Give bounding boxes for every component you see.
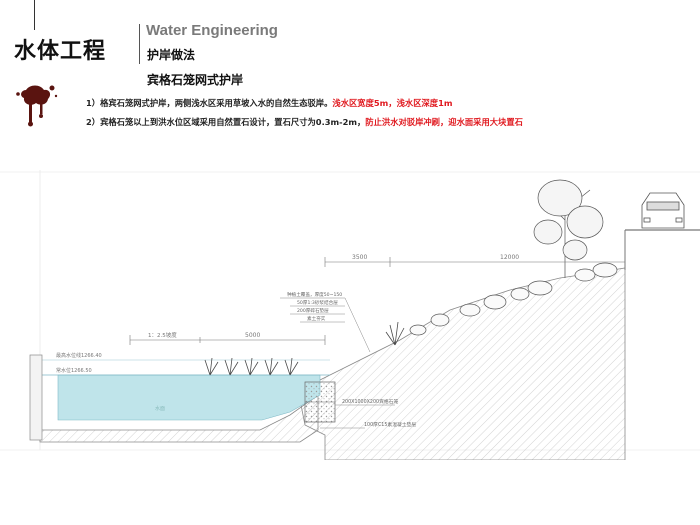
page-subtitle: 护岸做法 bbox=[147, 48, 196, 62]
note-1: 1）格宾石笼网式护岸，两侧浅水区采用草坡入水的自然生态驳岸。浅水区宽度5m，浅水… bbox=[86, 97, 453, 109]
layer-label-4: 素土夯实 bbox=[307, 315, 326, 322]
water-mark: 水面 bbox=[155, 405, 165, 412]
layer-label-1: 种植土覆盖，厚度50~150 bbox=[287, 291, 342, 298]
water-body bbox=[57, 374, 321, 421]
dim-top-right: 12000 bbox=[500, 254, 519, 261]
car-icon bbox=[641, 192, 685, 229]
section-title: 宾格石笼网式护岸 bbox=[147, 73, 244, 87]
dimension-lines bbox=[129, 257, 626, 345]
page-title: 水体工程 bbox=[14, 39, 107, 64]
note-1-text: 1）格宾石笼网式护岸，两侧浅水区采用草坡入水的自然生态驳岸。 bbox=[86, 98, 333, 108]
dim-top-left: 3500 bbox=[352, 254, 367, 261]
reeds-icon bbox=[204, 321, 405, 376]
base-label: 100厚C15素混凝土垫层 bbox=[364, 421, 416, 428]
note-1-highlight-depth: 浅水区深度1m bbox=[396, 98, 453, 108]
ink-splatter-logo bbox=[16, 85, 58, 127]
note-1-highlight-width: 浅水区宽度5m bbox=[332, 98, 389, 108]
dim-slope: 1：2.5坡度 bbox=[148, 331, 177, 339]
layer-label-2: 50厚1:3砂浆结合层 bbox=[297, 299, 338, 306]
note-2-highlight: 防止洪水对驳岸冲刷，迎水面采用大块置石 bbox=[365, 117, 523, 127]
water-label-high: 最高水位线1266.40 bbox=[56, 352, 102, 359]
dim-shallow: 5000 bbox=[245, 332, 260, 339]
title-divider bbox=[139, 24, 140, 64]
note-2: 2）宾格石笼以上到洪水位区域采用自然置石设计，置石尺寸为0.3m-2m，防止洪水… bbox=[86, 116, 523, 128]
logo-vertical-line bbox=[34, 0, 35, 30]
layer-label-3: 200厚碎石垫层 bbox=[297, 307, 329, 314]
note-2-text: 2）宾格石笼以上到洪水位区域采用自然置石设计，置石尺寸为0.3m-2m， bbox=[86, 117, 366, 127]
layer-callout-lines bbox=[280, 297, 395, 429]
page-title-english: Water Engineering bbox=[146, 22, 278, 39]
note-1-separator: ， bbox=[388, 98, 397, 108]
water-label-normal: 常水位1266.50 bbox=[56, 367, 92, 374]
tree-icon bbox=[533, 179, 604, 278]
shrubs-and-rocks bbox=[409, 262, 618, 336]
retaining-wall bbox=[29, 354, 43, 441]
revetment-section-diagram: 3500 12000 1：2.5坡度 5000 最高水位线1266.40 常水位… bbox=[0, 170, 700, 460]
gabion-label: 200X1000X200宾格石笼 bbox=[342, 398, 398, 405]
bank-slope bbox=[299, 267, 626, 460]
